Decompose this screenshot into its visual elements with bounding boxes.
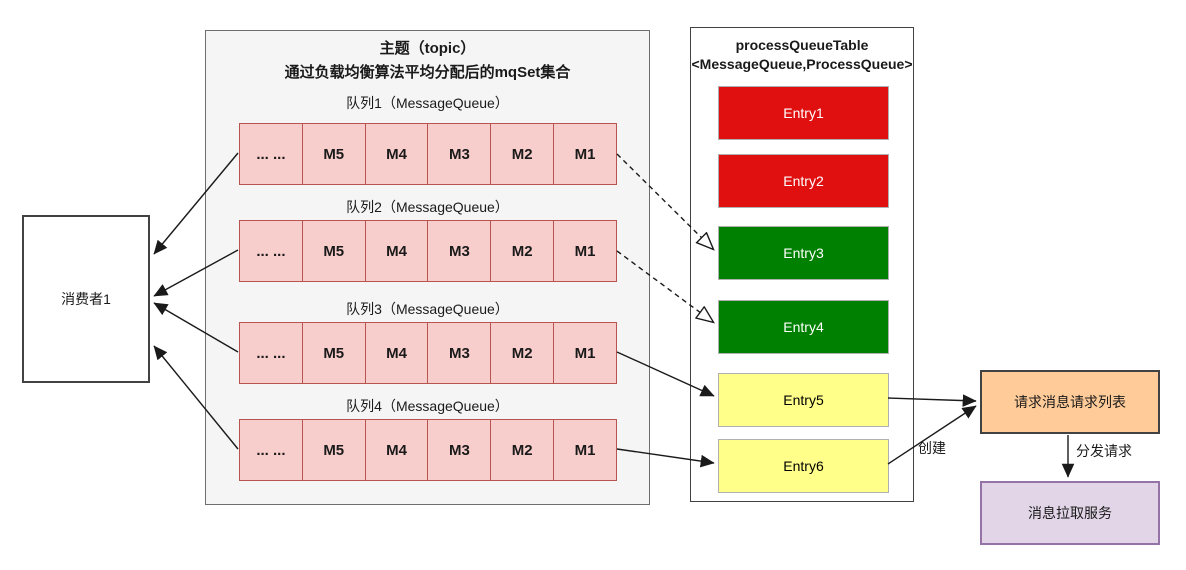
process-queue-table-title-line1: processQueueTable (735, 37, 869, 53)
queue-cell: ... ... (239, 220, 303, 282)
queue-cell: M1 (553, 322, 617, 384)
queue3-row: ... ... M5 M4 M3 M2 M1 (239, 322, 617, 384)
queue4-label: 队列4（MessageQueue） (346, 398, 509, 414)
process-queue-table-title: processQueueTable <MessageQueue,ProcessQ… (691, 36, 913, 74)
queue-cell: M4 (364, 123, 429, 185)
dispatch-edge-label: 分发请求 (1076, 443, 1132, 459)
topic-container: 主题（topic） 通过负载均衡算法平均分配后的mqSet集合 队列1（Mess… (205, 30, 650, 505)
queue-cell: M2 (490, 322, 555, 384)
entry-1: Entry1 (718, 86, 889, 140)
queue4-row: ... ... M5 M4 M3 M2 M1 (239, 419, 617, 481)
request-list-box: 请求消息请求列表 (980, 370, 1160, 434)
queue-cell: M5 (301, 419, 366, 481)
entry-2: Entry2 (718, 154, 889, 208)
queue-cell: M5 (301, 220, 366, 282)
entry-6: Entry6 (718, 439, 889, 493)
queue-cell: M1 (553, 123, 617, 185)
process-queue-table-container: processQueueTable <MessageQueue,ProcessQ… (690, 27, 914, 502)
topic-subtitle: 通过负载均衡算法平均分配后的mqSet集合 (284, 64, 571, 81)
queue-cell: ... ... (239, 123, 303, 185)
queue-cell: M3 (427, 123, 492, 185)
consumer-label: 消费者1 (61, 291, 111, 307)
queue-cell: M3 (427, 322, 492, 384)
queue-cell: M4 (364, 322, 429, 384)
entry-4: Entry4 (718, 300, 889, 354)
queue-cell: ... ... (239, 419, 303, 481)
queue-cell: M3 (427, 220, 492, 282)
pull-service-box: 消息拉取服务 (980, 481, 1160, 545)
queue-cell: M3 (427, 419, 492, 481)
queue2-label: 队列2（MessageQueue） (346, 199, 509, 215)
topic-title: 主题（topic） (379, 40, 476, 57)
queue1-label: 队列1（MessageQueue） (346, 95, 509, 111)
request-list-label: 请求消息请求列表 (1014, 394, 1126, 410)
create-edge-label: 创建 (918, 440, 946, 456)
consumer-box: 消费者1 (22, 215, 150, 383)
queue-cell: M2 (490, 220, 555, 282)
queue-cell: M1 (553, 220, 617, 282)
queue-cell: M1 (553, 419, 617, 481)
queue2-row: ... ... M5 M4 M3 M2 M1 (239, 220, 617, 282)
process-queue-table-title-line2: <MessageQueue,ProcessQueue> (691, 56, 913, 72)
queue-cell: M4 (364, 220, 429, 282)
pull-service-label: 消息拉取服务 (1028, 505, 1112, 521)
queue-cell: M5 (301, 322, 366, 384)
queue-cell: ... ... (239, 322, 303, 384)
queue1-row: ... ... M5 M4 M3 M2 M1 (239, 123, 617, 185)
queue-cell: M5 (301, 123, 366, 185)
queue-cell: M4 (364, 419, 429, 481)
queue-cell: M2 (490, 123, 555, 185)
entry-3: Entry3 (718, 226, 889, 280)
queue-cell: M2 (490, 419, 555, 481)
entry-5: Entry5 (718, 373, 889, 427)
queue3-label: 队列3（MessageQueue） (346, 301, 509, 317)
